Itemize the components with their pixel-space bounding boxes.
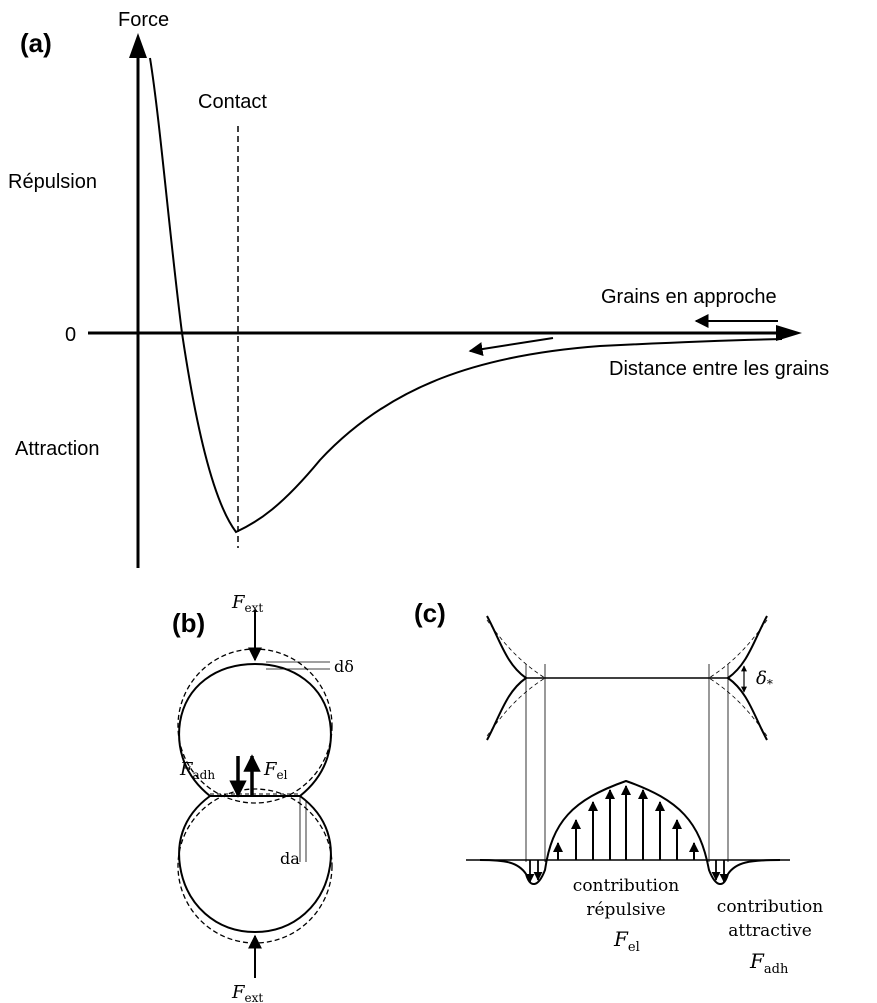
y-axis-label: Force	[118, 9, 169, 31]
x-axis-label: Distance entre les grains	[609, 358, 829, 380]
approach-label: Grains en approche	[601, 286, 777, 308]
repulsive-arrows	[553, 785, 699, 860]
repulsive-label-line1: contribution	[573, 876, 679, 896]
repulsion-label: Répulsion	[8, 171, 97, 193]
contact-label: Contact	[198, 91, 267, 113]
panel-a-label: (a)	[20, 28, 52, 58]
surface-left	[486, 615, 528, 741]
f-el-label: Fel	[263, 759, 288, 782]
y-axis-arrowhead	[129, 33, 147, 58]
repulsive-force-label: Fel	[613, 927, 640, 955]
attractive-arrows	[525, 860, 729, 883]
d-delta-label: dδ	[334, 657, 354, 676]
panel-c-label: (c)	[414, 598, 446, 628]
panel-a: (a) Force 0 Répulsion Attraction Contact…	[8, 9, 829, 568]
repulsive-label-line2: répulsive	[586, 900, 665, 920]
x-axis-arrowhead	[776, 325, 802, 341]
d-a-label: da	[280, 849, 300, 868]
force-distance-curve	[149, 57, 783, 534]
attractive-label-line2: attractive	[728, 921, 812, 941]
panel-b-label: (b)	[172, 608, 205, 638]
panel-b: (b) Fext Fext Fadh Fel dδ da	[172, 592, 354, 1003]
attractive-force-label: Fadh	[749, 949, 789, 977]
approach-arrow-lower	[468, 337, 554, 356]
attractive-label-line1: contribution	[717, 897, 823, 917]
panel-c: (c) δ*	[414, 598, 823, 977]
f-ext-top-label: Fext	[231, 592, 263, 615]
deformed-spheres	[178, 662, 332, 934]
original-sphere-bottom	[177, 788, 333, 944]
f-adh-label: Fadh	[179, 759, 215, 782]
pressure-profile	[479, 779, 781, 885]
zero-label: 0	[65, 324, 76, 346]
delta-star-label: δ*	[756, 668, 773, 691]
attraction-label: Attraction	[15, 438, 99, 460]
f-ext-bottom-label: Fext	[231, 982, 263, 1003]
